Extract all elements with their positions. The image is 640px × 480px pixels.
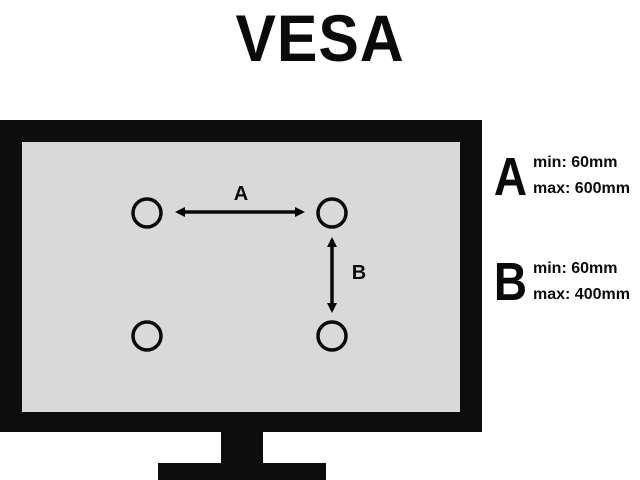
label-b: B [352,262,366,284]
mount-hole-top-left [131,197,163,229]
mount-hole-bottom-left [131,320,163,352]
spec-b-letter: B [493,252,528,312]
mount-hole-top-right [316,197,348,229]
spec-a-min: min: 60mm [533,154,618,171]
label-a: A [234,183,248,205]
spec-a-max: max: 600mm [533,180,630,197]
spec-a-letter: A [493,147,528,207]
monitor-stand-neck [221,432,263,464]
monitor-screen [22,142,460,412]
monitor-stand-base [158,463,326,480]
spec-b-max: max: 400mm [533,286,630,303]
page-title: VESA [235,1,405,75]
mount-hole-bottom-right [316,320,348,352]
spec-b-min: min: 60mm [533,260,618,277]
